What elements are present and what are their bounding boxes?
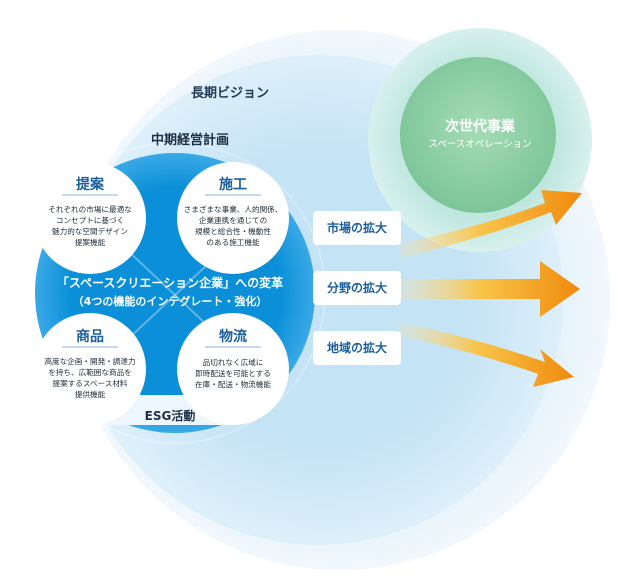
product-title: 商品 xyxy=(76,329,104,345)
arrow-region xyxy=(398,322,574,387)
logistics-circle xyxy=(177,313,289,425)
integration-note: （4つの機能のインテグレート・強化） xyxy=(72,295,268,308)
next-business-circle xyxy=(400,57,556,213)
proposal-description: それぞれの市場に最適な コンセプトに基づく 魅力的な空間デザイン 提案機能 xyxy=(48,205,132,247)
arrow-market xyxy=(398,190,582,258)
arrow-field xyxy=(398,261,580,317)
region-expansion-box: 地域の拡大 xyxy=(313,331,401,365)
logistics-description: 品切れなく広域に 即時配送を可能とする 在庫・配送・物流機能 xyxy=(195,358,271,389)
construction-description: さまざまな事業、人的関係、 企業連携を通じての 規模と総合性・機動性 のある施工… xyxy=(183,205,283,247)
product-description: 高度な企画・開発・調達力 を持ち、広範囲な商品を 提案するスペース材料 提供機能 xyxy=(44,357,136,399)
construction-title: 施工 xyxy=(219,177,247,193)
transformation-statement: 「スペースクリエーション企業」への変革 xyxy=(56,276,284,290)
proposal-circle xyxy=(34,162,146,274)
next-business-subtitle: スペースオペレーション xyxy=(428,139,532,150)
logistics-title: 物流 xyxy=(219,329,247,345)
construction-circle xyxy=(177,162,289,274)
market-expansion-box: 市場の拡大 xyxy=(313,211,401,245)
long-term-vision-label: 長期ビジョン xyxy=(190,86,269,101)
esg-label: ESG活動 xyxy=(144,409,196,423)
proposal-title: 提案 xyxy=(76,177,104,193)
next-business-title: 次世代事業 xyxy=(445,119,515,135)
field-expansion-box: 分野の拡大 xyxy=(313,271,401,305)
product-circle xyxy=(34,313,146,425)
midterm-plan-label: 中期経営計画 xyxy=(150,133,229,148)
